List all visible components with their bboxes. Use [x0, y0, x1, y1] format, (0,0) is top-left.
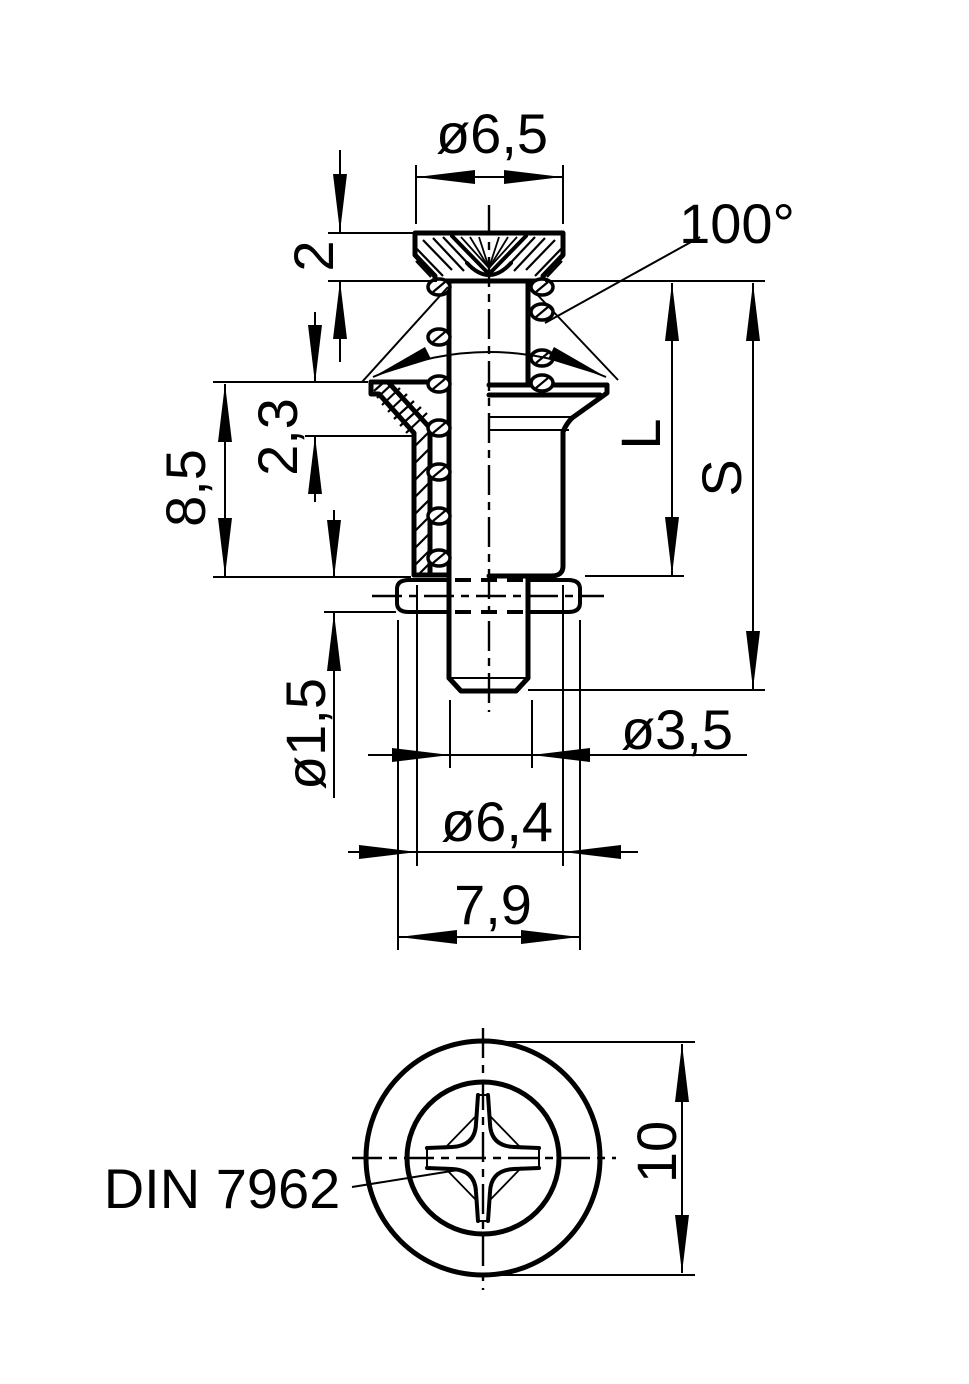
dim-shoulder-diameter: ø6,4: [348, 585, 638, 866]
dim-label-thread-diameter: ø3,5: [621, 698, 733, 761]
dim-pin-diameter: ø1,5: [274, 510, 396, 798]
dim-pin-length: 7,9: [397, 620, 581, 950]
dim-label-head-diameter: ø6,5: [436, 102, 548, 165]
dim-label-pin-diameter: ø1,5: [274, 678, 337, 790]
dim-label-grip-length: L: [609, 418, 672, 449]
dim-body-length: 8,5: [154, 384, 411, 578]
dim-flange-height: 2,3: [213, 312, 412, 502]
dim-label-head-height: 2: [282, 240, 345, 271]
dim-label-body-length: 8,5: [154, 449, 217, 527]
dim-thread-diameter: ø3,5: [368, 698, 747, 768]
section-hatching: [373, 382, 431, 576]
centerlines-main: [372, 205, 604, 712]
dim-grip-length: L: [545, 280, 765, 577]
dim-label-overall-length: S: [690, 459, 753, 496]
phillips-recess: [425, 1093, 541, 1223]
plan-view: 10 DIN 7962: [104, 1028, 695, 1290]
recess-standard-callout: DIN 7962: [104, 1157, 459, 1220]
dim-label-pin-length: 7,9: [454, 873, 532, 936]
sleeve-exterior-right: [486, 382, 610, 579]
dim-countersink-angle: 100°: [361, 192, 795, 383]
dimensions-side-view: ø6,5 100° 2 2,3: [154, 102, 795, 950]
centerlines-plan: [352, 1028, 616, 1290]
dim-head-diameter: ø6,5: [415, 102, 564, 224]
dim-overall-length: S: [528, 283, 765, 691]
dim-label-countersink-angle: 100°: [679, 192, 795, 255]
dim-head-height: 2: [282, 150, 437, 362]
spring-coils: [426, 277, 555, 568]
recess-standard-label: DIN 7962: [104, 1157, 341, 1220]
recess-section: [450, 234, 528, 277]
dim-label-head-outer-diameter: 10: [625, 1121, 688, 1183]
side-section-view: [368, 205, 610, 712]
dim-label-shoulder-diameter: ø6,4: [441, 790, 553, 853]
dim-head-outer-diameter: 10: [500, 1041, 695, 1276]
dim-label-flange-height: 2,3: [246, 398, 309, 476]
